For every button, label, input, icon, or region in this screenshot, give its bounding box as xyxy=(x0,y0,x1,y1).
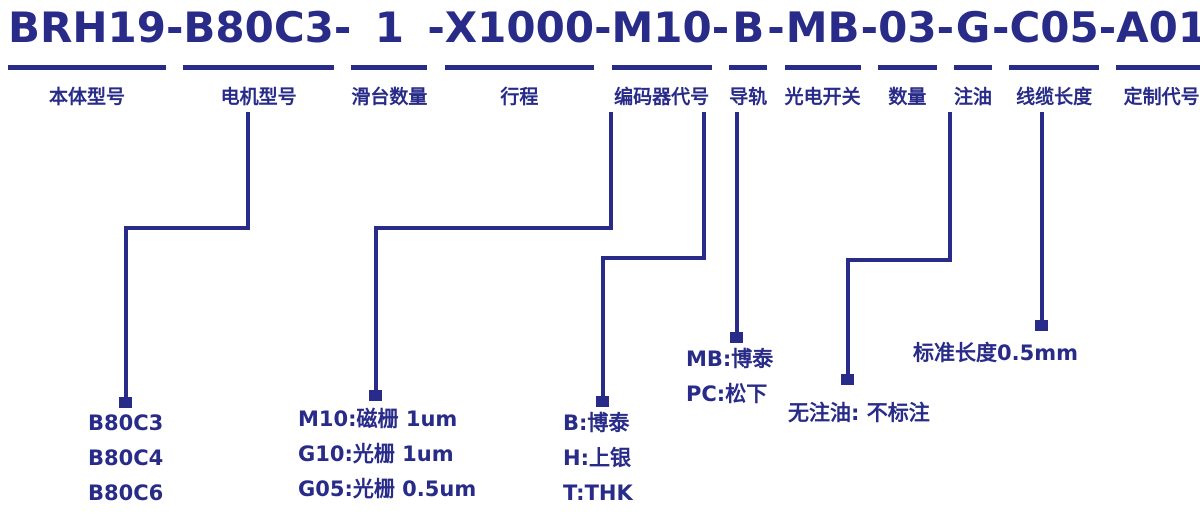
segment-label: 注油 xyxy=(954,86,993,109)
line-end-marker-switch xyxy=(730,332,743,343)
connector-line-motor-drop xyxy=(124,226,128,404)
connector-line-encoder-drop xyxy=(374,226,378,396)
segment-label: 电机型号 xyxy=(220,86,297,109)
connector-line-oil-drop xyxy=(846,258,850,380)
connector-line-motor-vertical xyxy=(246,112,250,230)
segment-underline xyxy=(784,65,861,71)
separator: - xyxy=(767,3,785,52)
segment-label: 数量 xyxy=(888,86,927,109)
cable-note: 标准长度0.5mm xyxy=(913,341,1078,365)
connector-line-oil-horizontal xyxy=(846,258,952,262)
legend-item: B80C6 xyxy=(88,481,164,505)
segment-underline xyxy=(183,65,334,71)
connector-line-rail-drop xyxy=(601,256,605,402)
oil-note: 无注油: 不标注 xyxy=(788,401,930,425)
segment-code: B xyxy=(732,3,765,52)
connector-line-motor-horizontal xyxy=(124,226,250,230)
segment-label: 行程 xyxy=(500,86,539,109)
segment-group-quantity: 03 数量 xyxy=(878,3,937,109)
segment-group-cable-length: C05 线缆长度 xyxy=(1009,3,1099,109)
segment-underline xyxy=(8,65,166,71)
separator: - xyxy=(992,3,1010,52)
segment-code: BRH19 xyxy=(8,3,166,52)
legend-item: B:博泰 xyxy=(563,411,630,435)
segment-group-motor-model: B80C3 电机型号 xyxy=(183,3,334,109)
connector-line-cable-vertical xyxy=(1040,112,1044,326)
motor-options-list: B80C3 B80C4 B80C6 xyxy=(88,406,163,511)
segment-group-slide-count: 1 滑台数量 xyxy=(351,3,428,109)
separator: - xyxy=(860,3,879,52)
legend-item: G10:光栅 1um xyxy=(298,442,454,466)
switch-options-list: MB:博泰 PC:松下 xyxy=(686,342,773,412)
separator: - xyxy=(711,3,730,52)
segment-group-rail: B 导轨 xyxy=(729,3,768,109)
segment-underline xyxy=(954,65,993,71)
segment-label: 光电开关 xyxy=(784,86,861,109)
segment-code: M10 xyxy=(611,3,712,52)
segment-underline xyxy=(1116,65,1200,71)
encoder-options-list: M10:磁栅 1um G10:光栅 1um G05:光栅 0.5um xyxy=(298,402,476,507)
separator: - xyxy=(594,3,612,52)
separator: - xyxy=(165,3,184,52)
legend-item: T:THK xyxy=(563,481,633,505)
segment-code: 03 xyxy=(878,3,937,52)
segment-group-encoder: M10 编码器代号 xyxy=(611,3,712,109)
segment-group-body-model: BRH19 本体型号 xyxy=(8,3,166,109)
legend-item: H:上银 xyxy=(563,446,631,470)
connector-line-oil-vertical xyxy=(948,112,952,262)
segment-code: X1000 xyxy=(444,3,595,52)
connector-line-encoder-horizontal xyxy=(374,226,613,230)
segment-group-photo-switch: MB 光电开关 xyxy=(784,3,861,109)
segment-label: 定制代号 xyxy=(1123,86,1200,109)
segment-label: 编码器代号 xyxy=(614,86,710,109)
legend-item: G05:光栅 0.5um xyxy=(298,477,477,501)
segment-label: 本体型号 xyxy=(48,86,125,109)
segment-underline xyxy=(351,65,428,71)
line-end-marker-oil xyxy=(841,374,854,385)
legend-item: B80C4 xyxy=(88,446,164,470)
segment-code: A01 xyxy=(1116,3,1200,52)
legend-item: B80C3 xyxy=(88,411,164,435)
line-end-marker-encoder xyxy=(369,390,382,401)
segment-label: 导轨 xyxy=(729,86,768,109)
segment-code: G xyxy=(955,3,991,52)
separator: - xyxy=(1098,3,1117,52)
segment-group-custom-code: A01 定制代号 xyxy=(1116,3,1200,109)
legend-item: M10:磁栅 1um xyxy=(298,407,458,431)
legend-item: MB:博泰 xyxy=(686,347,774,371)
line-end-marker-cable xyxy=(1035,320,1048,331)
segment-group-stroke: X1000 行程 xyxy=(444,3,595,109)
legend-item: PC:松下 xyxy=(686,382,768,406)
separator: - xyxy=(936,3,954,52)
segment-code: 1 xyxy=(374,3,404,52)
connector-line-rail-horizontal xyxy=(601,256,706,260)
connector-line-switch-vertical xyxy=(735,112,739,338)
segment-underline xyxy=(878,65,937,71)
segment-underline xyxy=(611,65,712,71)
segment-group-oil: G 注油 xyxy=(954,3,993,109)
segment-code: B80C3 xyxy=(183,3,334,52)
model-code-row: BRH19 本体型号 - B80C3 电机型号 - 1 滑台数量 - X1000… xyxy=(8,3,1200,109)
segment-code: C05 xyxy=(1009,3,1099,52)
separator: - xyxy=(333,3,352,52)
separator: - xyxy=(427,3,445,52)
segment-label: 滑台数量 xyxy=(351,86,428,109)
rail-options-list: B:博泰 H:上银 T:THK xyxy=(563,406,633,511)
segment-code: MB xyxy=(785,3,860,52)
segment-underline xyxy=(444,65,595,71)
segment-underline xyxy=(729,65,768,71)
connector-line-encoder-vertical xyxy=(609,112,613,230)
segment-label: 线缆长度 xyxy=(1016,86,1093,109)
line-end-marker-motor xyxy=(119,397,132,408)
line-end-marker-rail xyxy=(596,396,609,407)
connector-line-rail-vertical xyxy=(702,112,706,260)
segment-underline xyxy=(1009,65,1099,71)
